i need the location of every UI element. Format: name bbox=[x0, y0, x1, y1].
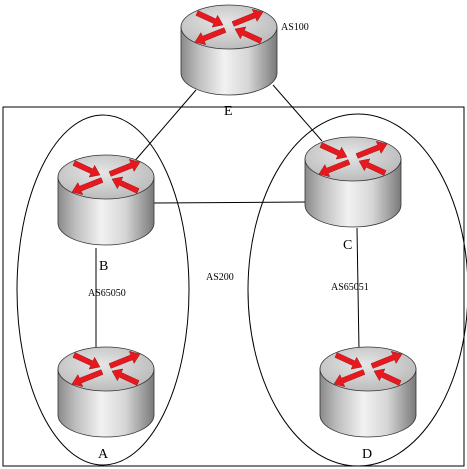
router-label-e: E bbox=[224, 104, 233, 119]
arrow-in-right bbox=[234, 26, 263, 44]
router-A bbox=[57, 346, 155, 438]
as200-boundary bbox=[2, 106, 465, 467]
arrow-out-right bbox=[231, 9, 264, 27]
arrow-out-right bbox=[108, 351, 141, 369]
router-top bbox=[57, 154, 155, 200]
router-top bbox=[304, 136, 402, 182]
arrow-in-right bbox=[111, 176, 140, 194]
as200-label: AS200 bbox=[206, 272, 234, 283]
arrow-out-left bbox=[318, 159, 351, 177]
link-c-d bbox=[356, 227, 360, 351]
arrow-in-left bbox=[72, 160, 101, 178]
router-icon bbox=[304, 136, 402, 228]
arrow-out-left bbox=[333, 369, 366, 387]
router-top bbox=[57, 346, 155, 392]
router-icon bbox=[180, 4, 278, 96]
arrow-in-left bbox=[195, 10, 224, 28]
as65050-ellipse bbox=[16, 114, 190, 466]
as65051-label: AS65051 bbox=[331, 282, 369, 293]
router-icon bbox=[57, 346, 155, 438]
arrow-out-right bbox=[108, 159, 141, 177]
arrow-out-right bbox=[370, 351, 403, 369]
router-C bbox=[304, 136, 402, 228]
arrow-out-left bbox=[71, 177, 104, 195]
router-top bbox=[180, 4, 278, 50]
link-b-c bbox=[153, 201, 307, 204]
arrow-in-right bbox=[358, 158, 387, 176]
router-label-d: D bbox=[362, 447, 372, 462]
arrow-in-left bbox=[72, 352, 101, 370]
as65050-label: AS65050 bbox=[88, 288, 126, 299]
arrow-out-left bbox=[194, 27, 227, 45]
router-B bbox=[57, 154, 155, 246]
arrow-in-right bbox=[111, 368, 140, 386]
router-top bbox=[319, 346, 417, 392]
arrow-out-right bbox=[355, 141, 388, 159]
arrow-in-left bbox=[319, 142, 348, 160]
link-e-c bbox=[272, 84, 323, 142]
router-label-b: B bbox=[99, 259, 108, 274]
arrow-out-left bbox=[71, 369, 104, 387]
router-label-a: A bbox=[98, 447, 109, 462]
router-icon bbox=[319, 346, 417, 438]
as65051-ellipse bbox=[247, 113, 467, 467]
arrow-in-right bbox=[373, 368, 402, 386]
links bbox=[95, 84, 360, 351]
link-e-b bbox=[132, 89, 197, 164]
arrow-in-left bbox=[334, 352, 363, 370]
as100-label: AS100 bbox=[281, 22, 309, 33]
router-E bbox=[180, 4, 278, 96]
router-icon bbox=[57, 154, 155, 246]
router-D bbox=[319, 346, 417, 438]
router-label-c: C bbox=[343, 238, 352, 253]
